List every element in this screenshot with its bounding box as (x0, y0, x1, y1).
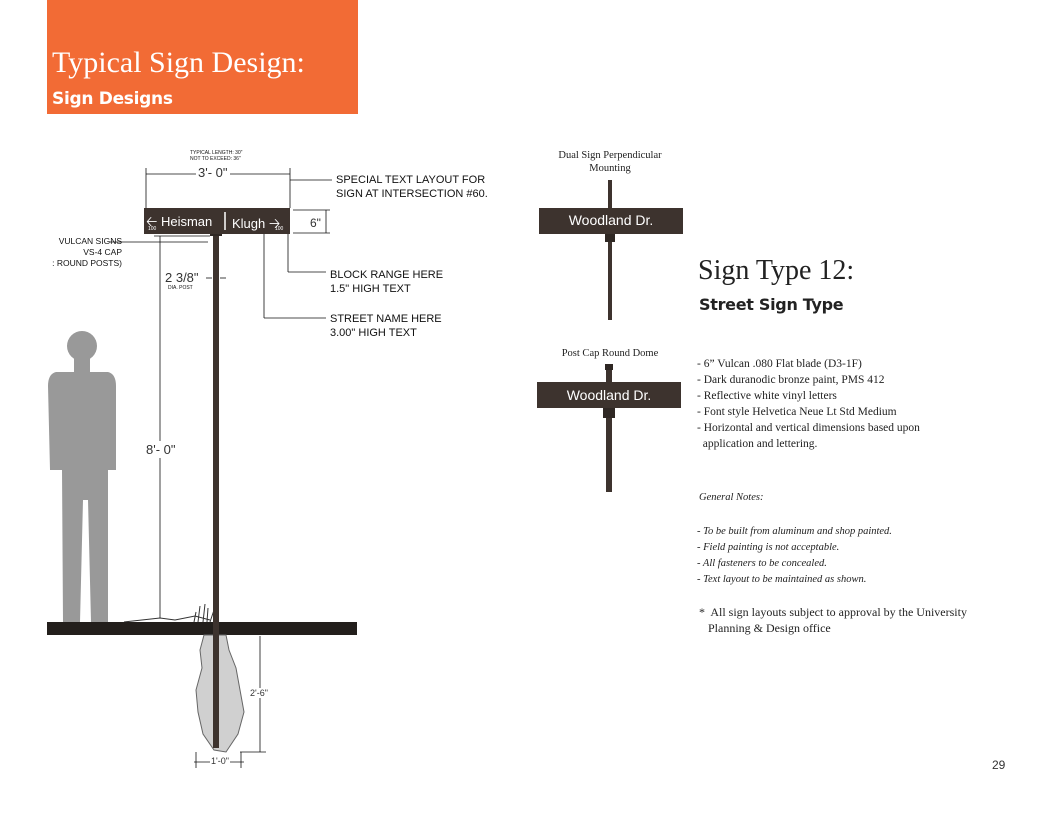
cap-blade-text: Woodland Dr. (566, 387, 652, 403)
grass-clump (123, 603, 215, 623)
sign-post (213, 232, 219, 748)
spec-item: - Horizontal and vertical dimensions bas… (697, 422, 920, 434)
page-title: Typical Sign Design: (52, 46, 305, 79)
dual-mount-graphic (539, 180, 683, 320)
spec-item: - Reflective white vinyl letters (697, 390, 837, 402)
general-note-item: - To be built from aluminum and shop pai… (697, 526, 892, 537)
page-subtitle: Sign Designs (52, 89, 173, 109)
blade-height-dimension: 6" (310, 216, 321, 230)
post-cap-graphic (537, 364, 681, 492)
typical-length-note: TYPICAL LENGTH: 30" NOT TO EXCEED: 36" (190, 150, 243, 162)
spec-item: - Dark duranodic bronze paint, PMS 412 (697, 374, 885, 386)
post-diameter-note: DIA. POST (168, 285, 193, 291)
footing-depth-dimension: 2'-6" (250, 688, 268, 698)
footing-width-dimension: 1'-0" (210, 756, 230, 766)
special-text-note: SPECIAL TEXT LAYOUT FOR SIGN AT INTERSEC… (336, 174, 488, 200)
arrow-left-icon: 🡠 (146, 213, 158, 229)
blade-left-street: Heisman (160, 214, 213, 229)
block-right-number: 100 (275, 226, 284, 232)
sign-type-title: Sign Type 12: (698, 255, 855, 286)
dual-mount-label: Dual Sign Perpendicular Mounting (558, 150, 662, 174)
arrow-right-icon: 🡢 (268, 215, 281, 231)
height-dimension: 8'- 0" (146, 441, 176, 458)
blade-right-street: Klugh (232, 216, 266, 231)
general-note-item: - All fasteners to be concealed. (697, 558, 827, 569)
block-left-number: 100 (148, 226, 157, 232)
spec-list: - 6” Vulcan .080 Flat blade (D3-1F) - Da… (697, 356, 920, 452)
general-notes-title: General Notes: (699, 492, 764, 503)
spec-item: - Font style Helvetica Neue Lt Std Mediu… (697, 406, 897, 418)
street-sign-blade (144, 208, 290, 234)
approval-note: * All sign layouts subject to approval b… (699, 605, 967, 635)
page-number: 29 (992, 758, 1006, 772)
concrete-footing (195, 634, 245, 753)
general-notes-list: - To be built from aluminum and shop pai… (697, 524, 892, 588)
sign-type-subtitle: Street Sign Type (699, 295, 844, 314)
post-cap-label: Post Cap Round Dome (561, 348, 659, 359)
general-note-item: - Text layout to be maintained as shown. (697, 574, 867, 585)
width-dimension: 3'- 0" (196, 165, 230, 180)
spec-item: - 6” Vulcan .080 Flat blade (D3-1F) (697, 358, 862, 370)
street-name-note: STREET NAME HERE 3.00" HIGH TEXT (330, 313, 442, 339)
dual-blade-text: Woodland Dr. (568, 212, 654, 228)
spec-item: application and lettering. (697, 438, 818, 450)
header-banner (47, 0, 358, 114)
ground-slab (47, 622, 357, 635)
general-note-item: - Field painting is not acceptable. (697, 542, 840, 553)
blade-left-group: 🡠 Heisman (146, 211, 212, 235)
post-diameter-dimension: 2 3/8" (165, 270, 199, 285)
person-silhouette (48, 331, 116, 622)
vulcan-cap-note: VULCAN SIGNS VS-4 CAP : ROUND POSTS) (52, 236, 122, 268)
block-range-note: BLOCK RANGE HERE 1.5" HIGH TEXT (330, 269, 444, 295)
blade-right-group: Klugh 🡢 (232, 213, 280, 237)
